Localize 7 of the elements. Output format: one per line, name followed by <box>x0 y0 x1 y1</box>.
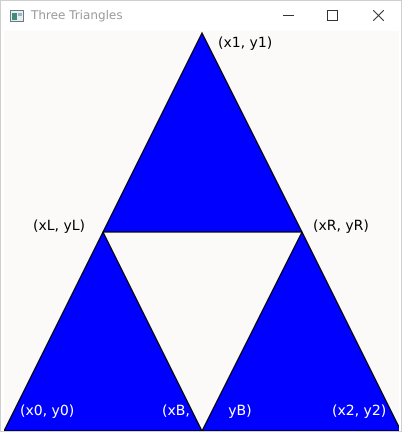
coordinate-label: (x0, y0) <box>20 402 74 420</box>
coordinate-label: (xR, yR) <box>313 217 369 235</box>
coordinate-label: (xB, yB) <box>162 402 252 420</box>
coordinate-label: (x2, y2) <box>332 402 386 420</box>
coordinate-label: (x1, y1) <box>218 34 272 52</box>
window-title: Three Triangles <box>31 8 123 22</box>
coordinate-label: (xL, yL) <box>33 217 85 235</box>
